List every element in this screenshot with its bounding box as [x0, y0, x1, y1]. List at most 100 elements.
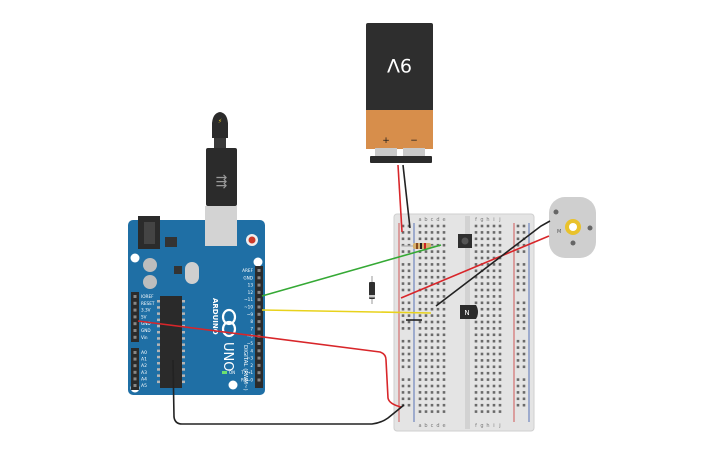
breadboard-hole[interactable]: [498, 231, 502, 234]
rail-hole[interactable]: [401, 352, 405, 356]
breadboard-hole[interactable]: [474, 352, 478, 356]
header-pin[interactable]: [257, 320, 261, 324]
wire-yellow-pin11[interactable]: [261, 309, 432, 314]
breadboard-hole[interactable]: [492, 378, 496, 381]
breadboard-hole[interactable]: [492, 307, 496, 311]
rail-hole[interactable]: [407, 243, 411, 247]
breadboard-hole[interactable]: [474, 327, 478, 330]
header-pin[interactable]: [133, 364, 137, 368]
rail-hole[interactable]: [401, 250, 405, 253]
rail-hole[interactable]: [522, 327, 526, 330]
rail-hole[interactable]: [401, 339, 405, 343]
rail-hole[interactable]: [516, 263, 520, 266]
rail-hole[interactable]: [516, 365, 520, 369]
breadboard-hole[interactable]: [480, 250, 484, 253]
breadboard-hole[interactable]: [430, 288, 434, 292]
breadboard-hole[interactable]: [498, 295, 502, 298]
breadboard-hole[interactable]: [418, 282, 422, 285]
breadboard-hole[interactable]: [418, 231, 422, 234]
breadboard-hole[interactable]: [486, 333, 490, 337]
rail-hole[interactable]: [401, 263, 405, 266]
wire-red-motor[interactable]: [400, 235, 550, 299]
breadboard-hole[interactable]: [498, 301, 502, 305]
breadboard-hole[interactable]: [480, 384, 484, 388]
rail-hole[interactable]: [407, 231, 411, 234]
breadboard-hole[interactable]: [498, 314, 502, 317]
breadboard-hole[interactable]: [430, 307, 434, 311]
rail-hole[interactable]: [407, 301, 411, 305]
header-pin[interactable]: [133, 308, 137, 312]
rail-hole[interactable]: [401, 378, 405, 381]
breadboard-hole[interactable]: [486, 295, 490, 298]
header-pin[interactable]: [257, 305, 261, 309]
breadboard-hole[interactable]: [486, 365, 490, 369]
rail-hole[interactable]: [522, 339, 526, 343]
breadboard-hole[interactable]: [442, 263, 446, 266]
breadboard-hole[interactable]: [442, 250, 446, 253]
breadboard-hole[interactable]: [442, 295, 446, 298]
rail-hole[interactable]: [401, 384, 405, 388]
breadboard-hole[interactable]: [480, 327, 484, 330]
breadboard-hole[interactable]: [492, 365, 496, 369]
breadboard-hole[interactable]: [436, 384, 440, 388]
rail-hole[interactable]: [522, 314, 526, 317]
breadboard-hole[interactable]: [424, 288, 428, 292]
breadboard-hole[interactable]: [474, 346, 478, 349]
breadboard-hole[interactable]: [492, 314, 496, 317]
breadboard-hole[interactable]: [436, 378, 440, 381]
breadboard-hole[interactable]: [480, 282, 484, 285]
breadboard-hole[interactable]: [480, 346, 484, 349]
header-pin[interactable]: [257, 356, 261, 360]
breadboard-hole[interactable]: [474, 282, 478, 285]
breadboard-hole[interactable]: [442, 269, 446, 273]
breadboard-hole[interactable]: [436, 346, 440, 349]
breadboard-hole[interactable]: [486, 282, 490, 285]
header-pin[interactable]: [133, 329, 137, 332]
breadboard-hole[interactable]: [436, 397, 440, 401]
breadboard-hole[interactable]: [498, 346, 502, 349]
rail-hole[interactable]: [522, 403, 526, 407]
breadboard-hole[interactable]: [418, 352, 422, 356]
header-pin[interactable]: [257, 371, 261, 375]
breadboard-hole[interactable]: [498, 288, 502, 292]
rail-hole[interactable]: [516, 403, 520, 407]
breadboard-hole[interactable]: [442, 288, 446, 292]
rail-hole[interactable]: [522, 346, 526, 349]
breadboard-hole[interactable]: [492, 371, 496, 375]
rail-hole[interactable]: [522, 243, 526, 247]
breadboard-hole[interactable]: [436, 352, 440, 356]
rail-hole[interactable]: [401, 282, 405, 285]
header-pin[interactable]: [257, 269, 261, 272]
breadboard-hole[interactable]: [474, 275, 478, 279]
breadboard-hole[interactable]: [498, 391, 502, 394]
breadboard-hole[interactable]: [442, 224, 446, 228]
breadboard-hole[interactable]: [436, 295, 440, 298]
breadboard-hole[interactable]: [436, 237, 440, 241]
header-pin[interactable]: [257, 283, 261, 287]
rail-hole[interactable]: [407, 250, 411, 253]
rail-hole[interactable]: [401, 243, 405, 247]
breadboard-hole[interactable]: [430, 250, 434, 253]
breadboard-hole[interactable]: [418, 327, 422, 330]
breadboard-hole[interactable]: [480, 288, 484, 292]
breadboard-hole[interactable]: [498, 359, 502, 362]
wire-black-battery[interactable]: [402, 164, 411, 229]
rail-hole[interactable]: [522, 231, 526, 234]
breadboard-hole[interactable]: [424, 307, 428, 311]
rail-hole[interactable]: [401, 320, 405, 324]
breadboard-hole[interactable]: [474, 403, 478, 407]
header-pin[interactable]: [133, 295, 137, 298]
breadboard-hole[interactable]: [474, 224, 478, 228]
rail-hole[interactable]: [516, 275, 520, 279]
breadboard-hole[interactable]: [480, 410, 484, 413]
rail-hole[interactable]: [401, 224, 405, 228]
breadboard-hole[interactable]: [424, 250, 428, 253]
breadboard-hole[interactable]: [418, 371, 422, 375]
breadboard-hole[interactable]: [430, 320, 434, 324]
header-pin[interactable]: [257, 327, 261, 331]
breadboard-hole[interactable]: [492, 243, 496, 247]
header-pin[interactable]: [133, 377, 137, 381]
breadboard-hole[interactable]: [498, 269, 502, 273]
breadboard-hole[interactable]: [436, 410, 440, 413]
breadboard-hole[interactable]: [492, 263, 496, 266]
